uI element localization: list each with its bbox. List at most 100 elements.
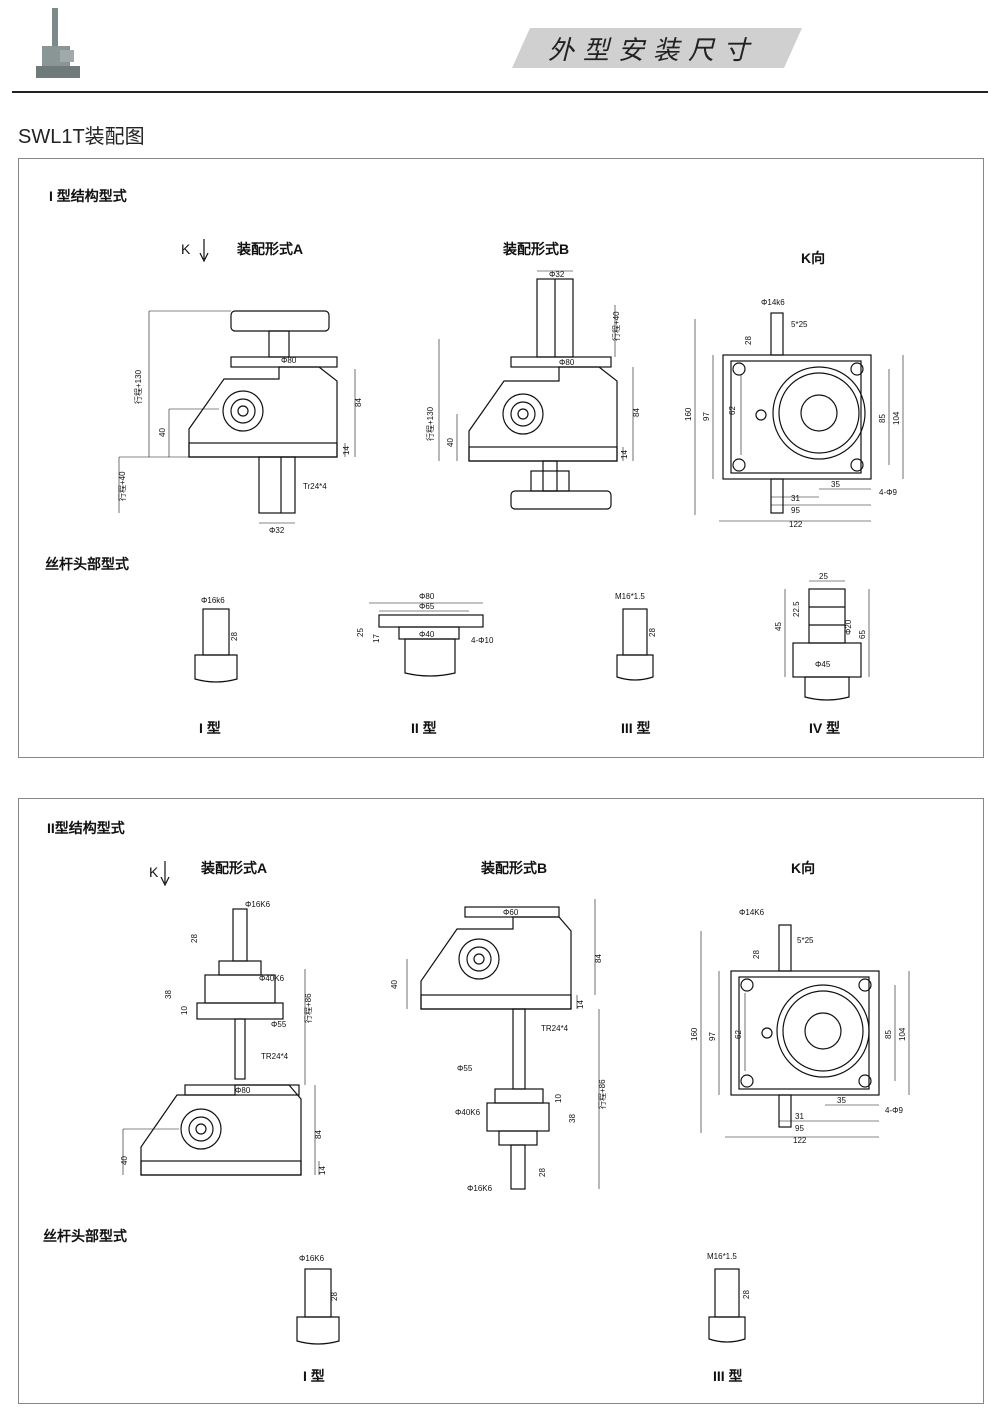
head-type-iii-drawing: [616, 608, 654, 681]
dim-phi40K6-b2: Φ40K6: [455, 1108, 481, 1117]
assembly-a-label: 装配形式A: [236, 241, 303, 257]
dim-14-b: 14: [620, 450, 629, 459]
dim-104-k2: 104: [898, 1027, 907, 1041]
dim-62: 62: [728, 406, 737, 415]
dim-28-h1b: 28: [330, 1292, 339, 1301]
dim-31: 31: [791, 494, 800, 503]
k-view-drawing: [694, 312, 904, 522]
k-arrow: [160, 861, 170, 887]
assembly-a-drawing: [122, 908, 320, 1176]
head-type-ii-drawing: [369, 602, 484, 677]
dim-14-b2: 14: [576, 1000, 585, 1009]
dim-14-a2: 14: [318, 1166, 327, 1175]
head-type-iv-drawing: [784, 580, 870, 701]
dim-stroke86-b2: 行程+86: [597, 1079, 607, 1109]
dim-25-h4: 25: [819, 572, 828, 581]
head-type-iii-label: III 型: [621, 720, 651, 736]
k-label: K: [181, 241, 191, 257]
dim-phi20: Φ20: [844, 619, 853, 635]
dim-84-b: 84: [632, 408, 641, 417]
dim-phi80-a: Φ80: [281, 356, 297, 365]
dim-95-k2: 95: [795, 1124, 804, 1133]
dim-28-k: 28: [744, 336, 753, 345]
dim-45: 45: [774, 622, 783, 631]
dim-28-k2: 28: [752, 950, 761, 959]
dim-84-b2: 84: [594, 954, 603, 963]
assembly-b-label: 装配形式B: [480, 860, 547, 876]
dim-14-a: 14: [342, 446, 351, 455]
dim-phi55-a2: Φ55: [271, 1020, 287, 1029]
header-divider: [12, 91, 988, 93]
head-type-iv-label: IV 型: [809, 720, 840, 736]
dim-phi55-b2: Φ55: [457, 1064, 473, 1073]
dim-104: 104: [892, 411, 901, 425]
dim-97: 97: [702, 412, 711, 421]
k-view-label: K向: [791, 860, 815, 876]
dim-phi14k6: Φ14k6: [761, 298, 785, 307]
dim-stroke130-a: 行程+130: [133, 369, 143, 404]
dim-phi60-b2: Φ60: [503, 908, 519, 917]
dim-25-h2: 25: [356, 628, 365, 637]
dim-phi14K6: Φ14K6: [739, 908, 765, 917]
dim-m16-h3b: M16*1.5: [707, 1252, 737, 1261]
dim-phi80-b: Φ80: [559, 358, 575, 367]
dim-85: 85: [878, 414, 887, 423]
dim-tr24: Tr24*4: [303, 482, 327, 491]
panel-type-i: I 型结构型式 K 装配形式A 装配形式B K向 Φ80 行程+130 40 8…: [18, 158, 984, 758]
dim-95: 95: [791, 506, 800, 515]
head-type-i-drawing: [194, 608, 238, 683]
dim-phi32-a: Φ32: [269, 526, 285, 535]
dim-stroke86-a2: 行程+86: [303, 993, 313, 1023]
head-type-i-label: I 型: [303, 1368, 325, 1384]
dim-phi80-a2: Φ80: [235, 1086, 251, 1095]
assembly-b-drawing: [406, 899, 600, 1190]
dim-28-b2: 28: [538, 1168, 547, 1177]
k-view-label: K向: [801, 250, 825, 266]
dim-38-b2: 38: [568, 1114, 577, 1123]
dim-phi16K6-h1: Φ16K6: [299, 1254, 325, 1263]
dim-62-k2: 62: [734, 1030, 743, 1039]
dim-40-b: 40: [446, 438, 455, 447]
dim-10-a2: 10: [180, 1006, 189, 1015]
dim-TR24-a2: TR24*4: [261, 1052, 289, 1061]
section-title: II型结构型式: [47, 820, 125, 836]
assembly-a-drawing: [118, 310, 356, 524]
dim-TR24-b2: TR24*4: [541, 1024, 569, 1033]
dim-phi80-h2: Φ80: [419, 592, 435, 601]
dim-stroke130-b: 行程+130: [425, 406, 435, 441]
head-type-iii-label: III 型: [713, 1368, 743, 1384]
dim-10-b2: 10: [554, 1094, 563, 1103]
dim-40-b2: 40: [390, 980, 399, 989]
dim-5x25: 5*25: [791, 320, 808, 329]
head-type-i-drawing: [296, 1268, 340, 1345]
dim-35: 35: [831, 480, 840, 489]
dim-97-k2: 97: [708, 1032, 717, 1041]
head-type-i-label: I 型: [199, 720, 221, 736]
dim-65: 65: [858, 630, 867, 639]
dim-35-k2: 35: [837, 1096, 846, 1105]
section-title: I 型结构型式: [49, 188, 127, 204]
dim-160-k2: 160: [690, 1027, 699, 1041]
dim-31-k2: 31: [795, 1112, 804, 1121]
dim-28-h3b: 28: [742, 1290, 751, 1299]
dim-28-a2: 28: [190, 934, 199, 943]
dim-28-h1: 28: [230, 632, 239, 641]
page-title: 外型安装尺寸: [548, 36, 759, 66]
head-types-title: 丝杆头部型式: [45, 556, 129, 572]
dim-phi16K6-b2: Φ16K6: [467, 1184, 493, 1193]
dim-160: 160: [684, 407, 693, 421]
dim-phi32-b: Φ32: [549, 270, 565, 279]
head-types-title: 丝杆头部型式: [43, 1228, 127, 1244]
dim-m16: M16*1.5: [615, 592, 645, 601]
dim-phi45: Φ45: [815, 660, 831, 669]
head-type-iii-drawing: [708, 1268, 746, 1343]
title-tab: [512, 28, 802, 68]
dim-4phi9-k2: 4-Φ9: [885, 1106, 903, 1115]
dim-5x25-k2: 5*25: [797, 936, 814, 945]
dim-stroke40-b: 行程+40: [611, 311, 621, 341]
assembly-heading: SWL1T装配图: [18, 126, 145, 148]
head-type-ii-label: II 型: [411, 720, 437, 736]
dim-phi40: Φ40: [419, 630, 435, 639]
assembly-b-label: 装配形式B: [502, 241, 569, 257]
dim-phi65: Φ65: [419, 602, 435, 611]
